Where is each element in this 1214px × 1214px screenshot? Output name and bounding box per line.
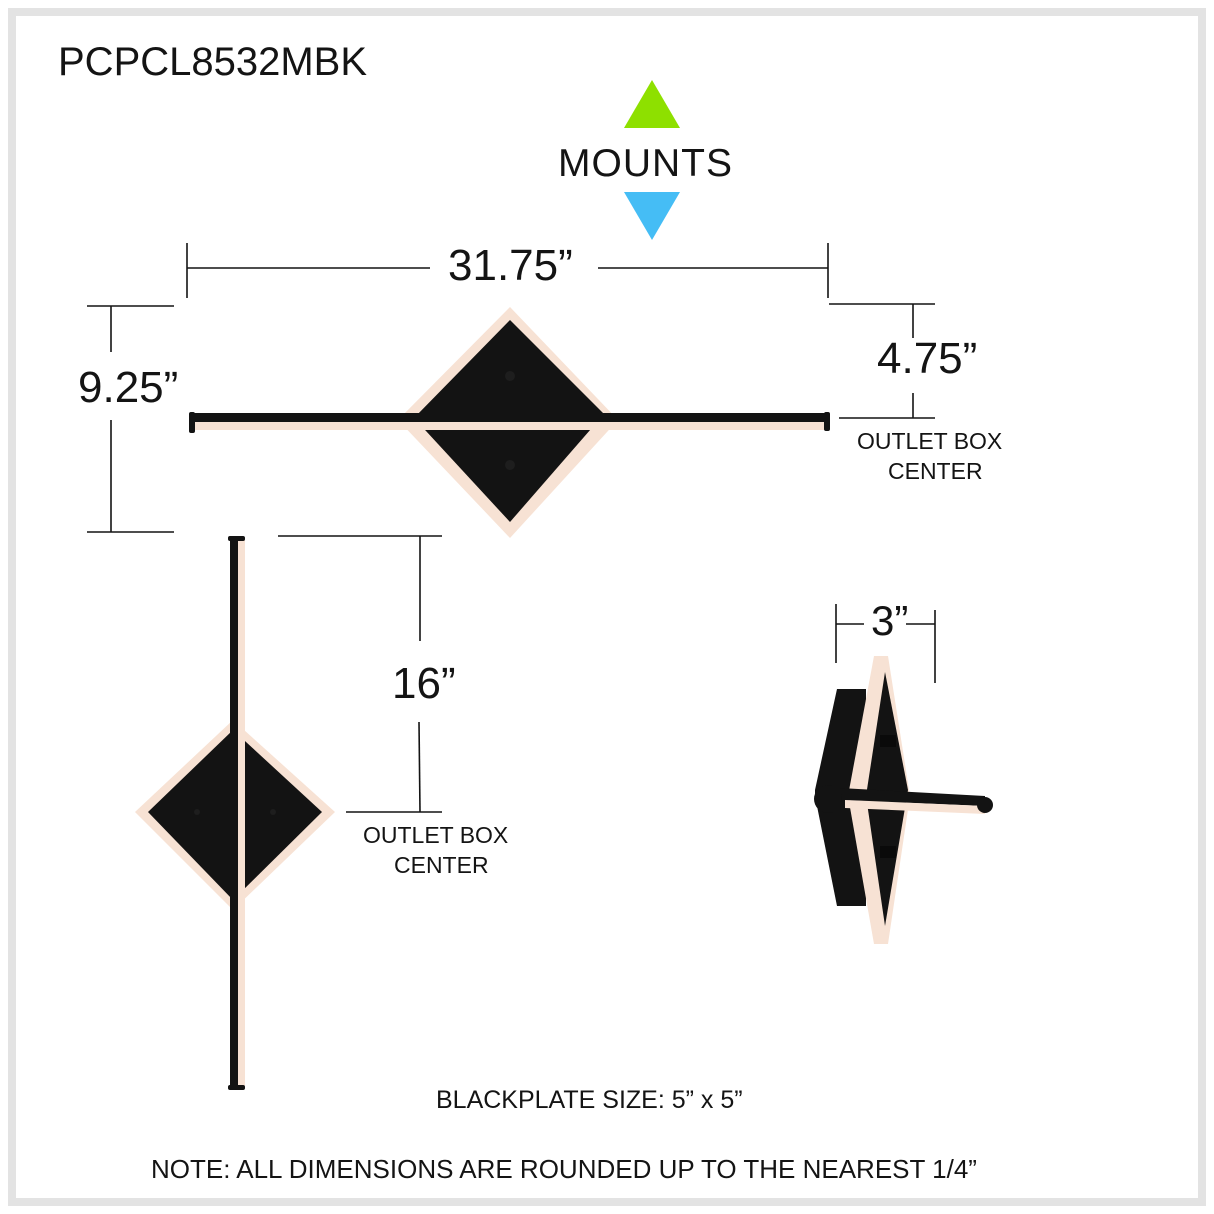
bar-end-cap (824, 412, 830, 431)
product-title: PCPCL8532MBK (58, 40, 368, 84)
vertical-height-dimension-label: 16” (392, 659, 456, 708)
height-dimension-label: 9.25” (78, 363, 179, 412)
mount-screw-icon (505, 371, 515, 381)
vertical-view-fixture (135, 536, 335, 1090)
outlet-box-label: CENTER (394, 852, 489, 878)
bar-end-cap (228, 536, 245, 541)
mount-screw-icon (270, 809, 276, 815)
outlet-box-label: OUTLET BOX (363, 822, 509, 848)
led-bar (192, 413, 828, 422)
rounding-note: NOTE: ALL DIMENSIONS ARE ROUNDED UP TO T… (151, 1154, 977, 1184)
vertical-height-dimension-line (278, 535, 442, 813)
mount-bracket (880, 846, 896, 858)
mounts-label: MOUNTS (558, 142, 733, 185)
outlet-offset-dimension-line (829, 303, 935, 419)
led-bar-glow (194, 422, 826, 430)
depth-dimension-label: 3” (871, 597, 909, 644)
backplate-size-note: BLACKPLATE SIZE: 5” x 5” (436, 1086, 743, 1114)
side-bar-glow (845, 800, 985, 814)
bar-end-cap (977, 797, 993, 813)
side-view-fixture (814, 656, 993, 944)
mount-screw-icon (194, 809, 200, 815)
drawing-frame (8, 8, 1206, 1206)
bar-end-cap (228, 1085, 245, 1090)
led-bar-glow (238, 540, 245, 1086)
outlet-box-label: OUTLET BOX (857, 428, 1003, 454)
width-dimension-line (186, 243, 829, 298)
outlet-box-label: CENTER (888, 458, 983, 484)
mount-screw-icon (505, 460, 515, 470)
mount-up-arrow-icon (624, 80, 680, 128)
depth-dimension-line (835, 604, 936, 683)
front-view-fixture (189, 307, 830, 538)
bar-hub (814, 785, 842, 813)
bar-end-cap (189, 412, 195, 433)
width-dimension-label: 31.75” (448, 241, 573, 290)
mount-bracket (880, 735, 896, 747)
height-dimension-line (87, 305, 174, 533)
mount-down-arrow-icon (624, 192, 680, 240)
led-bar (230, 538, 238, 1088)
outlet-offset-dimension-label: 4.75” (877, 334, 978, 383)
